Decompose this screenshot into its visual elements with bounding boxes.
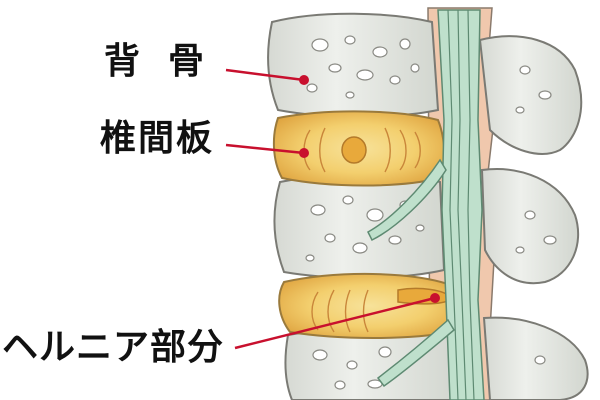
intervertebral-disc-lower — [278, 272, 460, 339]
spinous-process-middle — [480, 168, 580, 285]
nerve-fibers — [447, 9, 475, 400]
nerve-root-lower — [376, 318, 455, 388]
spinous-process-upper — [478, 35, 583, 155]
pointer-dot-hernia — [430, 293, 440, 303]
pointer-dot-vertebra — [299, 75, 309, 85]
nerve-root-upper — [367, 158, 447, 242]
pointer-line-disc — [225, 143, 305, 155]
bone-pores-upper — [306, 35, 420, 99]
pointer-dot-disc — [299, 148, 309, 158]
spinal-cord — [437, 9, 485, 400]
pointer-line-hernia — [234, 296, 436, 350]
label-vertebra: 背骨 — [104, 41, 233, 82]
pointer-line-vertebra — [225, 68, 305, 82]
bone-pores-processes — [515, 65, 557, 365]
label-intervertebral-disc: 椎間板 — [100, 118, 215, 159]
bone-pores-lower — [312, 346, 392, 390]
label-hernia-part: ヘルニア部分 — [2, 327, 225, 368]
nucleus-pulposus-upper — [341, 136, 367, 164]
